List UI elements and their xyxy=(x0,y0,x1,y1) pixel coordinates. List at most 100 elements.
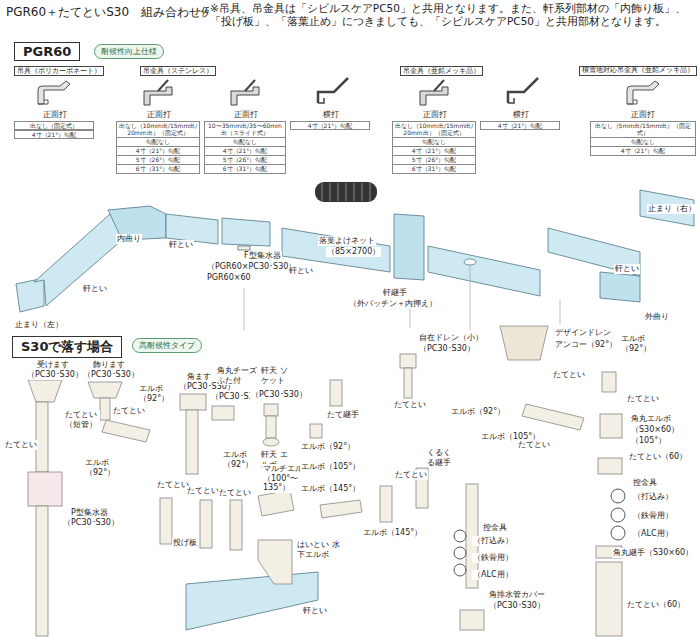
spec-cell: 出なし（5mm出/15mm出）（固定式） xyxy=(590,121,696,138)
part-label: エルボ（145°） xyxy=(300,484,361,494)
spec-table: 出なし（10mm出/15mm出/20mm出）（固定式）勾配なし4寸（21°）勾配… xyxy=(116,121,200,174)
mount-type: 正面打 xyxy=(14,110,96,119)
part-label: たてとい xyxy=(218,488,252,498)
part-label: （85×2700） xyxy=(326,247,381,257)
part-label: 角丸継手（S30×60） xyxy=(612,548,694,558)
spec-cell: 6寸（31°）勾配 xyxy=(204,164,286,174)
node-text: PGR60 xyxy=(23,44,71,59)
part-label: たてとい xyxy=(394,470,428,480)
part-label: エルボ（92°） xyxy=(222,450,256,469)
part-label: はいとい 水下エルボ xyxy=(296,540,342,559)
spec-badge: 高耐候性タイプ xyxy=(132,338,202,353)
part-label: （S30×60） xyxy=(630,425,680,435)
part-label: （PGR60×PC30･S30） xyxy=(206,262,297,272)
part-label: たてとい xyxy=(626,394,660,404)
part-label: 控金具 xyxy=(482,523,508,533)
part-label: アンコー（92°） xyxy=(554,340,618,350)
part-label: 軒とい xyxy=(288,266,314,276)
mount-type: 正面打 xyxy=(392,110,478,119)
part-label: エルボ（105°） xyxy=(300,462,361,472)
category-header: 吊金具（亜鉛メッキ品） xyxy=(400,66,483,76)
part-label: （PC30･S30） xyxy=(250,390,308,400)
category-header: 吊具（ポリカーボネート） xyxy=(14,66,104,76)
part-label: たてとい xyxy=(186,486,220,496)
part-label: （鉄骨用） xyxy=(632,511,674,521)
part-label: たてとい xyxy=(393,400,427,410)
part-label: たてとい xyxy=(156,480,190,490)
spec-cell: 6寸（31°）勾配 xyxy=(392,164,476,174)
spec-table: 出なし（固定式）4寸（21°）勾配 xyxy=(14,121,94,139)
note-text: ※吊具、吊金具は「シビルスケアPC50」と共用となります。また、軒系列部材の「内… xyxy=(209,2,697,27)
gutters xyxy=(16,190,694,630)
spec-table: 4寸（21°）勾配 xyxy=(480,121,560,130)
part-label: デザインドレン xyxy=(554,328,612,338)
part-label: エルボ（145°） xyxy=(362,528,423,538)
part-label: （ALC用） xyxy=(472,570,514,580)
category-header: 積雪地対応吊金具（亜鉛メッキ品） xyxy=(579,66,697,76)
spec-cell: 出なし（10mm出/15mm出/20mm出）（固定式） xyxy=(392,121,476,138)
part-label: （PC30･S30） xyxy=(82,370,140,380)
part-label: PGR60×60 xyxy=(206,273,252,283)
section-box: PGR60 xyxy=(14,42,80,61)
part-label: 軒とい xyxy=(82,284,108,294)
part-label: 軒とい xyxy=(302,606,328,616)
part-label: エルボ（92°） xyxy=(138,384,170,403)
part-label: 角丸チーズ ふた付 xyxy=(216,366,262,385)
part-label: 受けます xyxy=(36,360,70,370)
spec-cell: 4寸（21°）勾配 xyxy=(290,121,370,131)
part-label: 軒とい xyxy=(614,264,640,274)
part-label: （PC30･S30） xyxy=(26,370,84,380)
part-label: エルボ（92°） xyxy=(84,458,126,477)
part-label: 角ます xyxy=(186,372,212,382)
hangers xyxy=(38,78,659,105)
spec-cell: 出なし（10mm出/15mm出/20mm出）（固定式） xyxy=(116,121,200,138)
mount-type: 横打 xyxy=(480,110,562,119)
spec-cell: 10〜35mm出/35〜60mm出（スライド式） xyxy=(204,121,286,138)
part-label: P型集水器 xyxy=(70,508,109,518)
section-box: S30で落す場合 xyxy=(12,336,122,358)
part-label: 内曲り xyxy=(116,234,142,244)
part-label: たてとい（60） xyxy=(628,452,688,462)
spec-table: 4寸（21°）勾配 xyxy=(290,121,370,130)
spec-cell: 6寸（31°）勾配 xyxy=(116,164,200,174)
part-label: （PC30･S30） xyxy=(62,518,120,528)
part-label: 飾ります xyxy=(92,360,126,370)
part-label: エルボ（92°） xyxy=(300,442,356,452)
part-label: たてとい（60） xyxy=(626,600,686,610)
category-header: 吊金具（ステンレス） xyxy=(140,66,216,76)
mount-type: 正面打 xyxy=(204,110,288,119)
part-label: （ALC用） xyxy=(632,529,674,539)
part-label: 角丸エルボ xyxy=(630,414,672,424)
part-label: （打込み） xyxy=(472,536,514,546)
spec-table: 10〜35mm出/35〜60mm出（スライド式）勾配なし4寸（21°）勾配5寸（… xyxy=(204,121,286,174)
part-label: たてとい xyxy=(112,406,146,416)
spec-cell: 4寸（21°）勾配 xyxy=(480,121,560,131)
spec-table: 出なし（10mm出/15mm出/20mm出）（固定式）勾配なし4寸（21°）勾配… xyxy=(392,121,476,174)
part-label: （打込み） xyxy=(632,492,674,502)
node-text: 耐候性向上仕様 xyxy=(101,47,157,56)
mount-type: 正面打 xyxy=(589,110,697,119)
part-label: くるくる継手 xyxy=(426,448,458,467)
part-label: （105°） xyxy=(630,436,667,446)
part-label: （PC30･S30） xyxy=(488,601,546,611)
spec-table: 出なし（5mm出/15mm出）（固定式）勾配なし4寸（21°）勾配 xyxy=(590,121,696,156)
part-label: 自在ドレン（小） xyxy=(418,333,484,343)
part-label: たてとい xyxy=(552,370,586,380)
mount-type: 横打 xyxy=(290,110,372,119)
part-label: たてとい xyxy=(4,440,38,450)
part-label: エルボ（92°） xyxy=(450,407,506,417)
part-label: 角排水管カバー xyxy=(488,590,546,600)
node-text: S30で落す場合 xyxy=(21,339,113,354)
node-text: 高耐候性タイプ xyxy=(139,341,195,350)
part-label: 軒天 ソケット xyxy=(260,366,292,385)
part-label: 外曲り xyxy=(644,312,670,322)
part-label: たてとい xyxy=(517,440,551,450)
part-label: 軒とい xyxy=(168,240,194,250)
guide-lines xyxy=(244,266,560,330)
part-label: （外パッチン＋内押え） xyxy=(348,299,438,309)
part-label: （鉄骨用） xyxy=(472,553,514,563)
part-label: エルボ（92°） xyxy=(620,334,656,353)
part-label: たてとい（短管） xyxy=(64,410,100,429)
part-label: 止まり（左） xyxy=(14,320,64,330)
